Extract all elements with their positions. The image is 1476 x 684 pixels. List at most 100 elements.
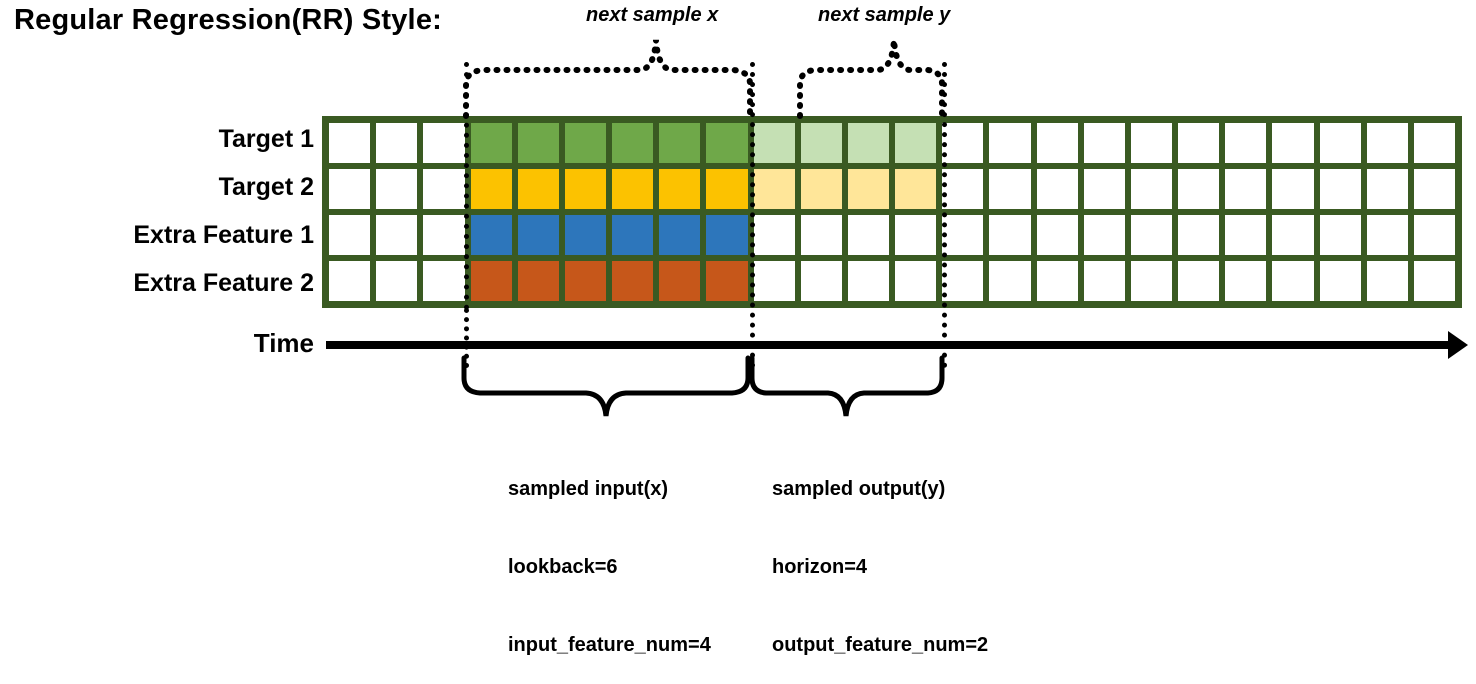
grid-cell-target-2-t15-empty xyxy=(986,166,1034,212)
grid-cell-extra-feature-2-t16-empty xyxy=(1033,258,1081,304)
time-axis-line xyxy=(326,341,1454,349)
grid-cell-target-1-t14-empty xyxy=(939,120,987,166)
grid-cell-target-1-t4-input xyxy=(467,120,515,166)
grid-cell-extra-feature-1-t1-empty xyxy=(326,212,374,258)
grid-cell-extra-feature-2-t6-input xyxy=(561,258,609,304)
grid-cell-extra-feature-1-t15-empty xyxy=(986,212,1034,258)
grid-cell-extra-feature-1-t13-empty xyxy=(892,212,940,258)
row-label-extra-feature-1: Extra Feature 1 xyxy=(133,221,314,249)
grid-cell-target-1-t1-empty xyxy=(326,120,374,166)
grid-cell-target-2-t17-empty xyxy=(1080,166,1128,212)
grid-cell-target-1-t23-empty xyxy=(1363,120,1411,166)
grid-cell-extra-feature-2-t5-input xyxy=(514,258,562,304)
grid-cell-extra-feature-2-t17-empty xyxy=(1080,258,1128,304)
grid-cell-target-2-t1-empty xyxy=(326,166,374,212)
grid-cell-target-2-t18-empty xyxy=(1127,166,1175,212)
grid-cell-extra-feature-1-t10-empty xyxy=(750,212,798,258)
grid-cell-target-1-t11-output xyxy=(797,120,845,166)
grid-cell-extra-feature-2-t1-empty xyxy=(326,258,374,304)
grid-cell-target-2-t23-empty xyxy=(1363,166,1411,212)
grid-cell-target-2-t2-empty xyxy=(373,166,421,212)
grid-cell-extra-feature-2-t4-input xyxy=(467,258,515,304)
grid-cell-target-1-t15-empty xyxy=(986,120,1034,166)
divider-input-start xyxy=(464,62,469,310)
grid-cell-target-2-t8-input xyxy=(656,166,704,212)
grid-cell-target-1-t21-empty xyxy=(1269,120,1317,166)
grid-cell-extra-feature-2-t7-input xyxy=(609,258,657,304)
grid-cell-target-2-t22-empty xyxy=(1316,166,1364,212)
grid-cell-target-1-t16-empty xyxy=(1033,120,1081,166)
grid-cell-target-1-t6-input xyxy=(561,120,609,166)
grid-cell-extra-feature-2-t10-empty xyxy=(750,258,798,304)
grid-cell-extra-feature-2-t24-empty xyxy=(1410,258,1458,304)
caption-sampled-output: sampled output(y) horizon=4 output_featu… xyxy=(772,424,988,684)
grid-cell-target-2-t12-output xyxy=(844,166,892,212)
grid-cell-extra-feature-2-t12-empty xyxy=(844,258,892,304)
grid-cell-target-2-t5-input xyxy=(514,166,562,212)
grid-cell-target-1-t5-input xyxy=(514,120,562,166)
caption-input-line-3: input_feature_num=4 xyxy=(508,634,711,656)
grid-cell-extra-feature-1-t22-empty xyxy=(1316,212,1364,258)
top-brace-label-next-sample-x: next sample x xyxy=(586,4,719,26)
grid-cell-target-2-t4-input xyxy=(467,166,515,212)
grid-cell-target-2-t11-output xyxy=(797,166,845,212)
grid-cell-extra-feature-2-t18-empty xyxy=(1127,258,1175,304)
grid-cell-target-2-t19-empty xyxy=(1175,166,1223,212)
caption-sampled-input: sampled input(x) lookback=6 input_featur… xyxy=(508,424,711,684)
top-brace-label-next-sample-y: next sample y xyxy=(818,4,951,26)
grid-cell-extra-feature-2-t22-empty xyxy=(1316,258,1364,304)
grid-cell-target-1-t20-empty xyxy=(1222,120,1270,166)
row-label-group: Target 1 Target 2 Extra Feature 1 Extra … xyxy=(8,116,314,308)
grid-cell-extra-feature-2-t23-empty xyxy=(1363,258,1411,304)
grid-cell-target-2-t7-input xyxy=(609,166,657,212)
caption-output-line-2: horizon=4 xyxy=(772,556,868,578)
caption-output-line-3: output_feature_num=2 xyxy=(772,634,989,656)
grid-cell-extra-feature-2-t11-empty xyxy=(797,258,845,304)
grid-cell-extra-feature-1-t6-input xyxy=(561,212,609,258)
grid-cell-extra-feature-1-t8-input xyxy=(656,212,704,258)
grid-cell-target-1-t24-empty xyxy=(1410,120,1458,166)
grid-cell-extra-feature-1-t16-empty xyxy=(1033,212,1081,258)
caption-input-line-1: sampled input(x) xyxy=(508,478,669,500)
grid-cell-extra-feature-2-t8-input xyxy=(656,258,704,304)
row-label-target-2: Target 2 xyxy=(218,173,314,201)
grid-cell-target-1-t9-input xyxy=(703,120,751,166)
top-brace-next-sample-x xyxy=(463,39,753,119)
grid-cell-extra-feature-2-t2-empty xyxy=(373,258,421,304)
grid-cell-target-2-t16-empty xyxy=(1033,166,1081,212)
grid-cell-extra-feature-1-t7-input xyxy=(609,212,657,258)
grid-cell-extra-feature-1-t3-empty xyxy=(420,212,468,258)
grid-cell-target-2-t3-empty xyxy=(420,166,468,212)
divider-input-end xyxy=(750,62,755,368)
grid-cell-target-1-t13-output xyxy=(892,120,940,166)
grid-cell-extra-feature-1-t4-input xyxy=(467,212,515,258)
grid-cell-target-2-t10-output xyxy=(750,166,798,212)
grid-cell-extra-feature-1-t19-empty xyxy=(1175,212,1223,258)
grid-cell-target-1-t2-empty xyxy=(373,120,421,166)
page-title: Regular Regression(RR) Style: xyxy=(14,4,442,36)
grid-cell-extra-feature-1-t20-empty xyxy=(1222,212,1270,258)
timeseries-grid xyxy=(322,116,1462,308)
time-axis-label: Time xyxy=(253,328,314,358)
grid-cell-extra-feature-1-t24-empty xyxy=(1410,212,1458,258)
grid-cell-extra-feature-2-t9-input xyxy=(703,258,751,304)
grid-cell-extra-feature-2-t21-empty xyxy=(1269,258,1317,304)
top-brace-group xyxy=(463,39,945,119)
grid-cell-target-2-t6-input xyxy=(561,166,609,212)
caption-input-line-2: lookback=6 xyxy=(508,556,618,578)
bottom-brace-sampled-input xyxy=(461,355,751,417)
time-axis-arrow-icon xyxy=(1448,331,1468,359)
grid-cell-target-2-t24-empty xyxy=(1410,166,1458,212)
grid-cell-extra-feature-1-t2-empty xyxy=(373,212,421,258)
grid-cell-target-2-t14-empty xyxy=(939,166,987,212)
grid-cell-extra-feature-1-t14-empty xyxy=(939,212,987,258)
grid-cell-extra-feature-1-t21-empty xyxy=(1269,212,1317,258)
top-brace-next-sample-y xyxy=(797,39,945,119)
grid-cell-target-2-t9-input xyxy=(703,166,751,212)
grid-cell-extra-feature-2-t13-empty xyxy=(892,258,940,304)
grid-cell-extra-feature-1-t5-input xyxy=(514,212,562,258)
grid-cell-extra-feature-1-t18-empty xyxy=(1127,212,1175,258)
grid-cell-extra-feature-1-t12-empty xyxy=(844,212,892,258)
grid-cell-target-2-t21-empty xyxy=(1269,166,1317,212)
grid-cell-target-1-t12-output xyxy=(844,120,892,166)
